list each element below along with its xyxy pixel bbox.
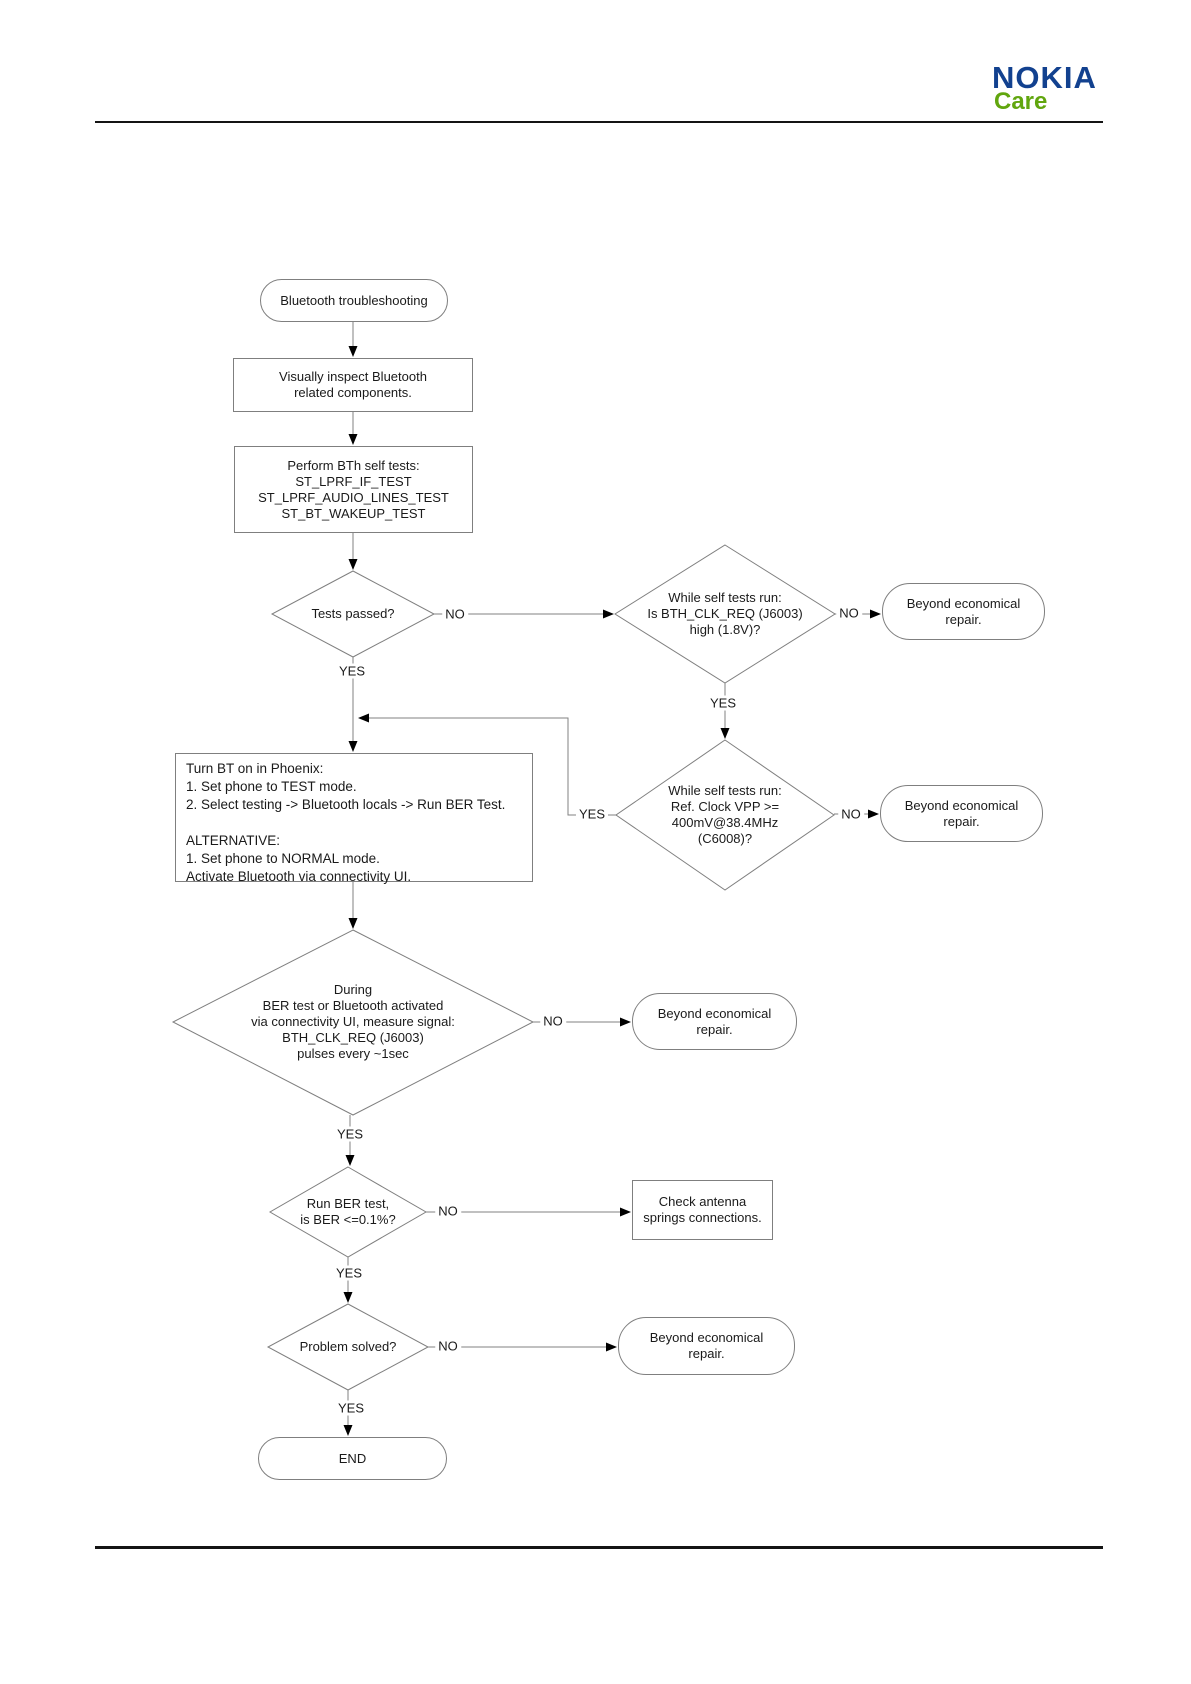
nokia-logo: NOKIA [992, 60, 1097, 95]
arrowhead-into-runber [345, 1155, 355, 1166]
beyond-repair-terminator-4: Beyond economical repair. [618, 1317, 795, 1375]
arrowhead-into-beyond4 [606, 1342, 617, 1352]
edge-label-no-problem-solved: NO [435, 1338, 461, 1354]
arrowhead-into-beyond1 [870, 609, 881, 619]
turn-bt-on-process-box: Turn BT on in Phoenix: 1. Set phone to T… [175, 753, 533, 884]
edge-label-yes-ref-clock: YES [575, 806, 609, 822]
edge-label-yes-problem-solved: YES [334, 1400, 368, 1416]
arrowhead-into-checkantenna [620, 1207, 631, 1217]
edge-label-no-during-ber: NO [540, 1013, 566, 1029]
beyond-repair-terminator-3: Beyond economical repair. [632, 993, 797, 1050]
edge-label-yes-during-ber: YES [333, 1126, 367, 1142]
beyond-repair-terminator-2: Beyond economical repair. [880, 785, 1043, 842]
nokia-care-logo: Care [994, 88, 1048, 115]
arrowhead-into-clkreq [603, 609, 614, 619]
edge-label-no-tests-passed: NO [442, 606, 468, 622]
arrowhead-into-beyond3 [620, 1017, 631, 1027]
arrowhead-into-problemsolved [343, 1292, 353, 1303]
arrowhead-into-refclock [720, 728, 730, 739]
edge-label-no-ref-clock: NO [838, 806, 864, 822]
arrowhead-return-merge [358, 713, 369, 723]
arrowhead-into-testspassed [348, 559, 358, 570]
ref-clock-diamond [615, 739, 835, 891]
during-ber-diamond [171, 929, 535, 1116]
edge-label-yes-run-ber: YES [332, 1265, 366, 1281]
run-ber-diamond [268, 1166, 428, 1258]
tests-passed-diamond [270, 570, 436, 658]
arrowhead-into-beyond2 [868, 809, 879, 819]
edge-label-yes-clk-req: YES [706, 695, 740, 711]
edge-label-no-clk-req: NO [836, 605, 862, 621]
arrowhead-into-end [343, 1425, 353, 1436]
problem-solved-diamond [266, 1303, 430, 1391]
edge-label-yes-tests-passed: YES [335, 663, 369, 679]
arrowhead-into-turnbt [348, 741, 358, 752]
self-tests-process-box: Perform BTh self tests: ST_LPRF_IF_TEST … [234, 446, 473, 533]
start-terminator: Bluetooth troubleshooting [260, 279, 448, 322]
clk-req-diamond [614, 544, 836, 684]
arrowhead-into-inspect [348, 346, 358, 357]
beyond-repair-terminator-1: Beyond economical repair. [882, 583, 1045, 640]
arrowhead-into-duringber [348, 918, 358, 929]
arrowhead-into-selftests [348, 434, 358, 445]
footer-rule [95, 1546, 1103, 1549]
header-rule [95, 121, 1103, 123]
inspect-process-box: Visually inspect Bluetooth related compo… [233, 358, 473, 412]
edge-label-no-run-ber: NO [435, 1203, 461, 1219]
check-antenna-process-box: Check antenna springs connections. [632, 1180, 773, 1240]
end-terminator: END [258, 1437, 447, 1480]
